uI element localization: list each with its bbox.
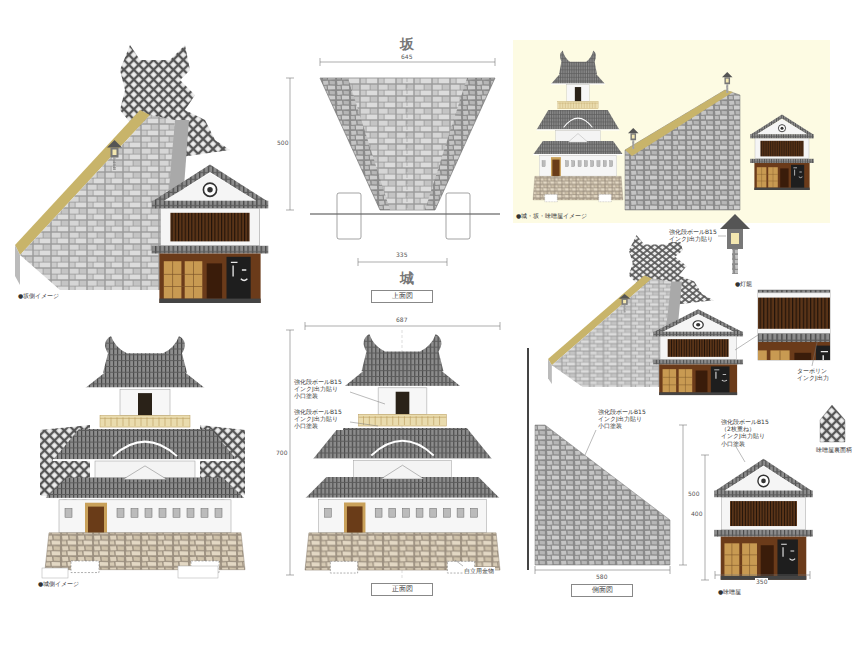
label-text: ●坂側イメージ bbox=[18, 292, 59, 299]
label-text: 335 bbox=[395, 251, 408, 258]
view-title: 正面図 bbox=[392, 585, 413, 593]
section-heading: 坂 bbox=[400, 36, 414, 53]
label-text: ●灯籠 bbox=[735, 280, 752, 287]
callout-note: 強化段ボールB15 インクJ出力貼り 小口塗装 bbox=[293, 408, 343, 430]
label-text: 580 bbox=[595, 573, 608, 580]
label-text: ●味噌屋 bbox=[718, 588, 741, 595]
callout-note: 強化段ボールB15 インクJ出力貼り 小口塗装 bbox=[293, 378, 343, 400]
label-text: 350 bbox=[755, 578, 768, 585]
label-text: 500 bbox=[276, 139, 289, 146]
label-text: ●城・坂・味噌屋イメージ bbox=[516, 212, 587, 219]
label-text: 687 bbox=[395, 316, 408, 323]
view-title-box: 正面図 bbox=[371, 583, 433, 596]
view-title-box: 上面図 bbox=[371, 290, 433, 303]
view-title: 側面図 bbox=[592, 586, 613, 594]
label-text: 400 bbox=[690, 510, 703, 517]
label-text: 味噌屋裏面柄 bbox=[815, 446, 853, 453]
section-heading: 城 bbox=[400, 270, 414, 287]
label-text: 700 bbox=[275, 449, 288, 456]
callout-note: ターポリン インクJ出力 bbox=[796, 367, 830, 381]
callout-note: 強化段ボールB15 インクJ出力貼り 小口塗装 bbox=[597, 408, 647, 430]
label-text: 500 bbox=[687, 490, 700, 497]
label-text: 自立用金物 bbox=[463, 567, 495, 574]
view-title: 上面図 bbox=[392, 292, 413, 300]
view-title-box: 側面図 bbox=[571, 584, 633, 597]
callout-note: 強化段ボールB15 インクJ出力貼り bbox=[668, 228, 718, 242]
label-text: 645 bbox=[400, 53, 413, 60]
callout-note: 強化段ボールB15（2枚重ね） インクJ出力貼り 小口塗装 bbox=[720, 418, 770, 447]
label-text: ●城側イメージ bbox=[38, 580, 79, 587]
